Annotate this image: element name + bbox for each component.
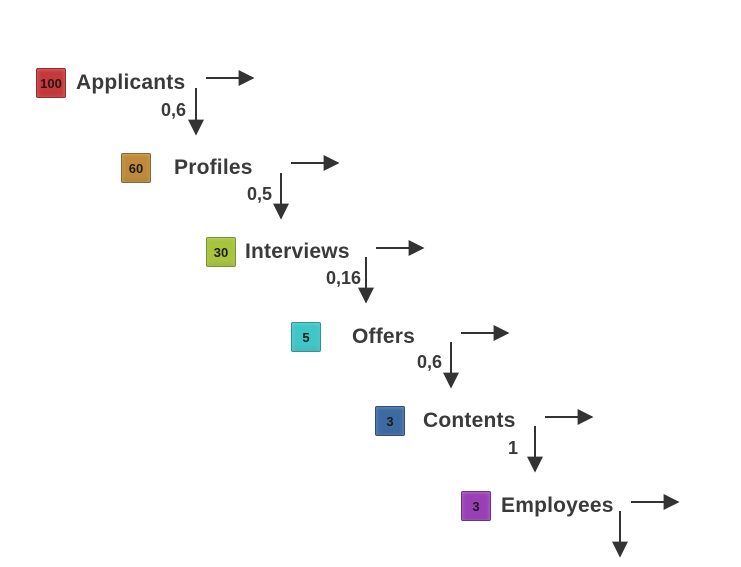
count-badge-profiles: 60 <box>121 153 151 183</box>
stage-label-employees: Employees <box>501 494 614 517</box>
count-badge-employees: 3 <box>461 491 491 521</box>
stage-label-applicants: Applicants <box>76 71 186 94</box>
stage-label-profiles: Profiles <box>174 156 253 179</box>
conversion-rate-contents-employees: 1 <box>507 438 518 458</box>
count-badge-applicants: 100 <box>36 68 66 98</box>
count-badge-interviews: 30 <box>206 237 236 267</box>
conversion-rate-interviews-offers: 0,16 <box>325 268 361 288</box>
stage-label-interviews: Interviews <box>245 240 350 263</box>
count-badge-offers: 5 <box>291 322 321 352</box>
conversion-rate-offers-contents: 0,6 <box>416 352 442 372</box>
conversion-rate-profiles-interviews: 0,5 <box>246 184 272 204</box>
stage-label-offers: Offers <box>352 325 416 348</box>
stage-label-contents: Contents <box>423 409 516 432</box>
count-badge-contents: 3 <box>375 406 405 436</box>
conversion-rate-applicants-profiles: 0,6 <box>160 100 186 120</box>
